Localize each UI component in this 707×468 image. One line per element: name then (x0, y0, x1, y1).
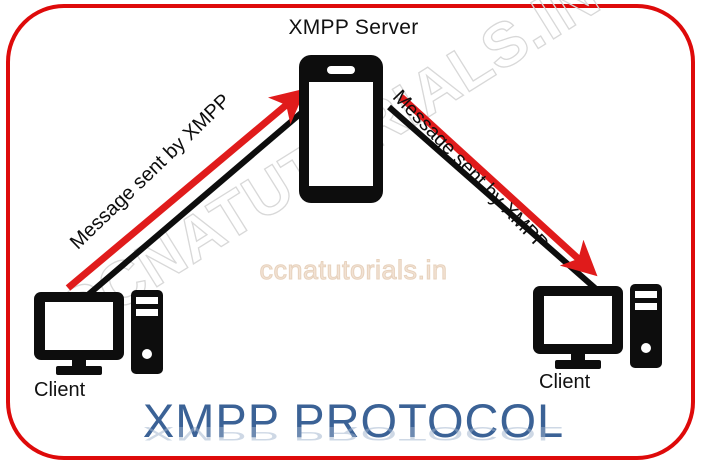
client-right-computer-icon (533, 284, 662, 369)
server-smartphone-icon (299, 55, 383, 203)
client-right-label: Client (539, 371, 591, 393)
server-label: XMPP Server (288, 16, 419, 39)
diagram-border-frame (6, 4, 695, 460)
client-left-label: Client (34, 379, 86, 401)
flow-left-red-arrow (65, 88, 307, 291)
client-left-computer-icon (34, 290, 163, 375)
flow-right-red-arrow (398, 94, 598, 277)
flow-left-black-line (80, 105, 309, 303)
